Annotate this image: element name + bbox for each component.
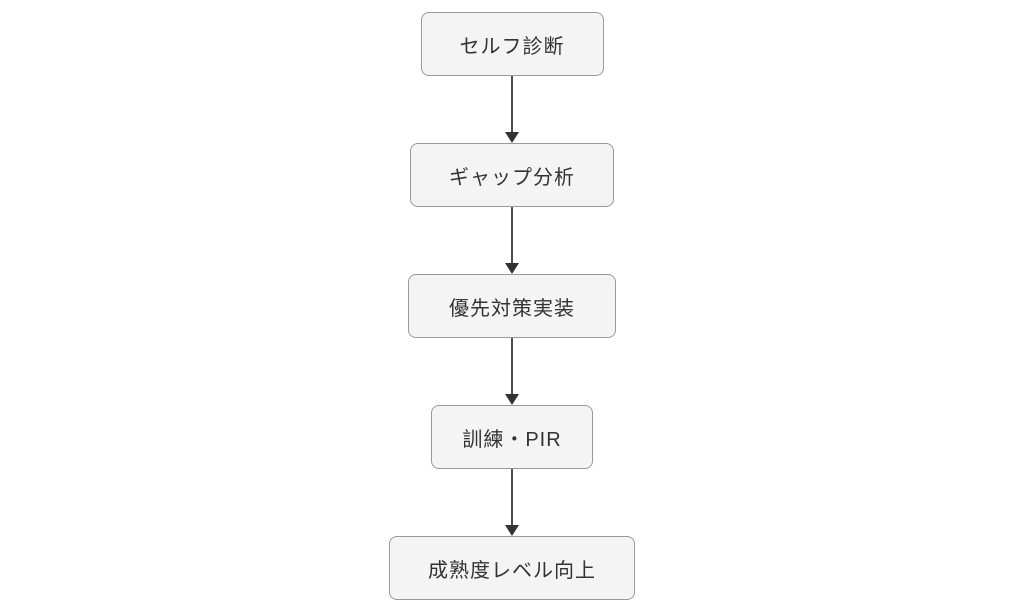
flow-node-self-diagnosis: セルフ診断: [420, 12, 604, 76]
edge-line: [511, 76, 513, 133]
flow-node-training-pir: 訓練・PIR: [431, 405, 593, 469]
flow-node-label: 成熟度レベル向上: [428, 559, 596, 582]
arrowhead-icon: [505, 525, 519, 536]
edge-line: [511, 469, 513, 526]
arrow-down-4: [505, 469, 519, 536]
flow-node-label: 訓練・PIR: [462, 428, 562, 451]
arrowhead-icon: [505, 132, 519, 143]
arrow-down-2: [505, 207, 519, 274]
flow-node-label: 優先対策実装: [449, 297, 575, 320]
arrow-down-1: [505, 76, 519, 143]
arrowhead-icon: [505, 394, 519, 405]
flow-node-label: ギャップ分析: [449, 166, 575, 189]
edge-line: [511, 207, 513, 264]
edge-line: [511, 338, 513, 395]
arrow-down-3: [505, 338, 519, 405]
arrowhead-icon: [505, 263, 519, 274]
flow-node-maturity-level-up: 成熟度レベル向上: [389, 536, 635, 600]
flow-node-gap-analysis: ギャップ分析: [410, 143, 614, 207]
flow-node-priority-implementation: 優先対策実装: [408, 274, 616, 338]
flow-node-label: セルフ診断: [459, 35, 565, 58]
